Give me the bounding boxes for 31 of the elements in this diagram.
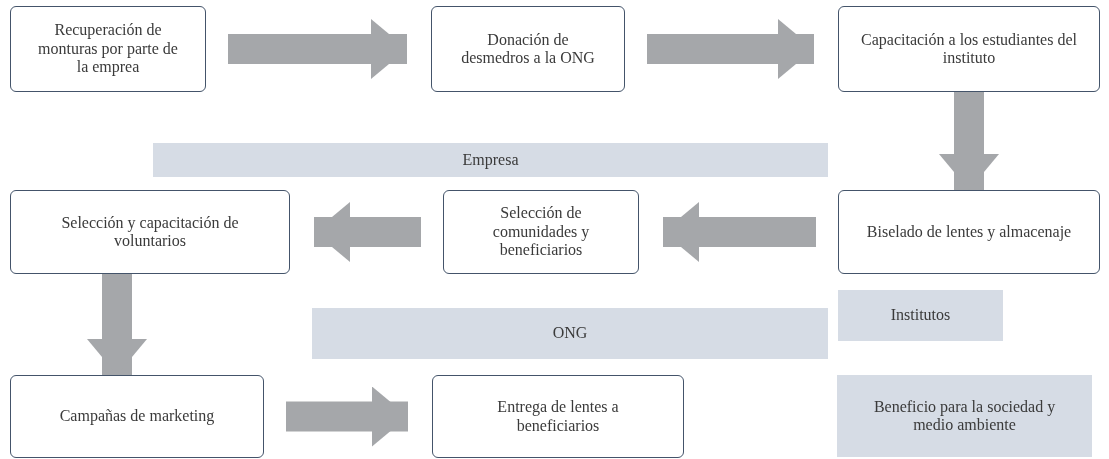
block-arrow bbox=[939, 92, 999, 190]
block-arrow bbox=[87, 274, 147, 375]
box-label: Selección de comunidades y beneficiarios bbox=[491, 204, 591, 260]
block-arrow bbox=[647, 19, 814, 79]
box-label: Campañas de marketing bbox=[59, 407, 215, 426]
box-label: ONG bbox=[552, 324, 588, 343]
process-box bbox=[431, 6, 625, 92]
box-label: Entrega de lentes a beneficiarios bbox=[496, 398, 620, 435]
box-label: Empresa bbox=[462, 150, 519, 170]
box-label: Donación de desmedros a la ONG bbox=[460, 30, 596, 68]
box-label: Beneficio para la sociedad y medio ambiente bbox=[872, 397, 1057, 435]
box-label: Selección y capacitación de voluntarios bbox=[60, 213, 240, 251]
block-arrow bbox=[314, 202, 421, 262]
process-box bbox=[838, 6, 1100, 92]
process-box bbox=[10, 6, 206, 92]
process-box bbox=[10, 190, 290, 274]
process-box bbox=[443, 190, 639, 274]
box-label: Recuperación de monturas por parte de la emprea bbox=[37, 21, 179, 77]
process-box bbox=[432, 375, 684, 458]
block-arrow bbox=[663, 202, 816, 262]
group-band bbox=[838, 290, 1003, 341]
process-box bbox=[10, 375, 264, 458]
group-band bbox=[312, 308, 828, 359]
block-arrow bbox=[228, 19, 407, 79]
box-label: Institutos bbox=[890, 306, 951, 325]
process-box bbox=[838, 190, 1100, 274]
box-label: Capacitación a los estudiantes del instituto bbox=[861, 30, 1077, 68]
box-label: Biselado de lentes y almacenaje bbox=[866, 222, 1072, 242]
block-arrow bbox=[286, 386, 408, 447]
group-band bbox=[837, 375, 1092, 457]
group-band bbox=[153, 143, 828, 177]
